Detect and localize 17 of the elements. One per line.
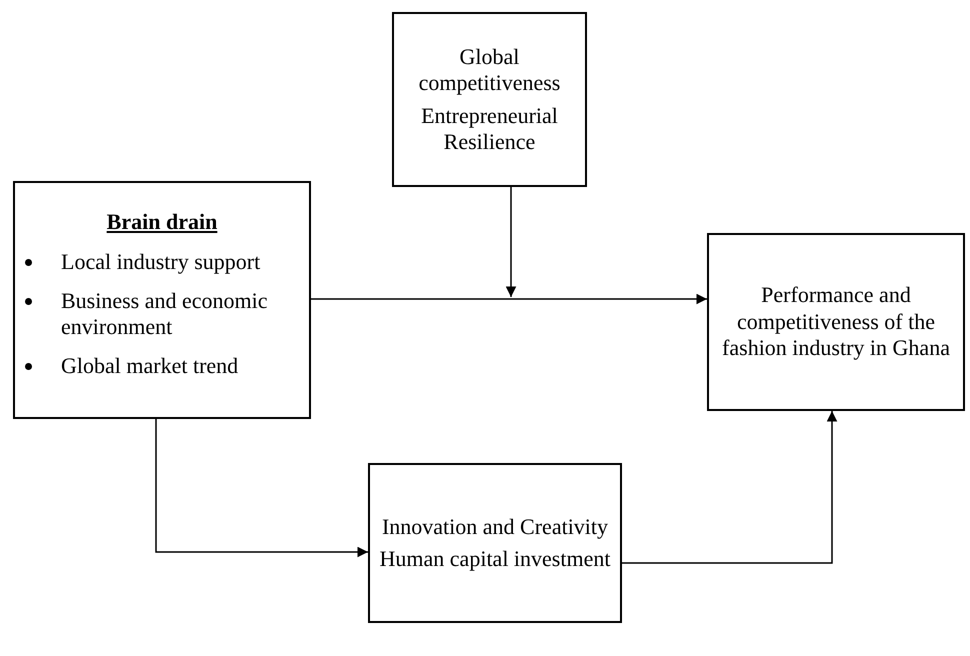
arrow <box>506 187 516 297</box>
node-text: Global competitiveness <box>418 44 562 96</box>
arrow <box>311 294 707 304</box>
node-text: Innovation and Creativity <box>382 514 608 540</box>
node-text: Entrepreneurial Resilience <box>420 102 559 156</box>
outcome-box <box>707 233 965 411</box>
factor-box <box>13 181 311 419</box>
bullet-item: Business and economic environment <box>61 288 269 341</box>
moderator-box <box>392 12 587 187</box>
arrow <box>155 419 368 558</box>
node-text: Human capital investment <box>380 546 610 572</box>
bullet-item: Local industry support <box>61 249 262 276</box>
arrow <box>622 411 838 564</box>
mediator-box <box>368 463 622 623</box>
node-text: Performance and competitiveness of the fashion industry in Ghana <box>721 282 951 362</box>
bullet-item: Global market trend <box>61 352 240 379</box>
heading: Brain drain <box>106 209 218 236</box>
